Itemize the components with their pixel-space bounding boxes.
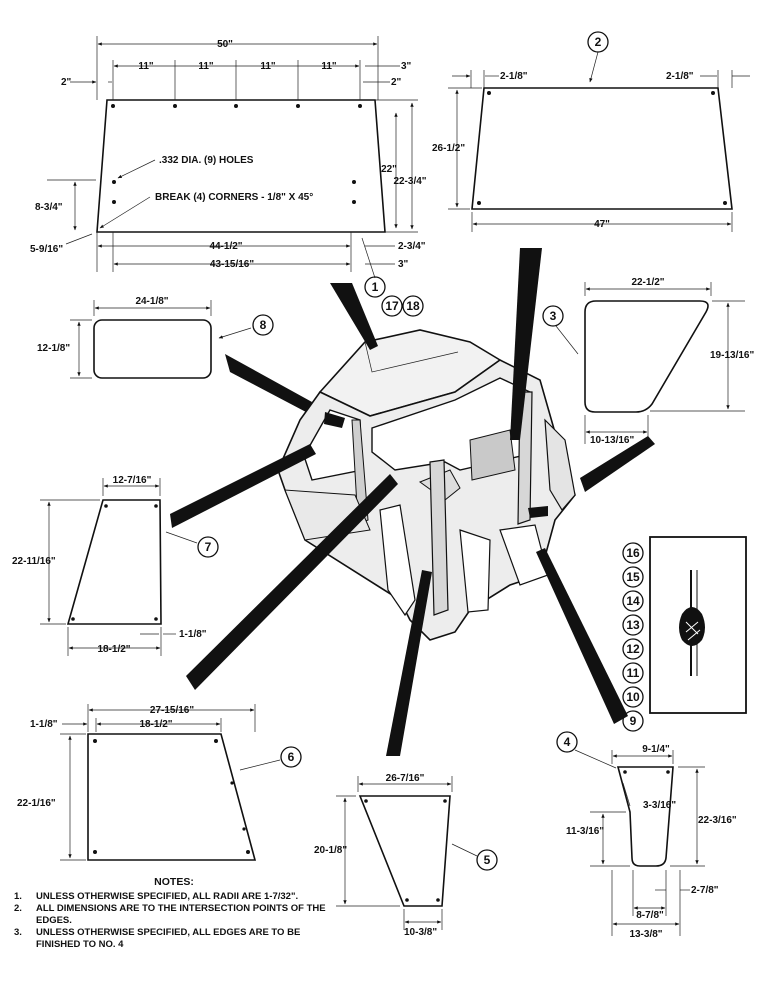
p7-bottom: 18-1/2": [97, 644, 130, 655]
p1-corner-note: BREAK (4) CORNERS - 1/8" X 45°: [155, 192, 313, 203]
note-2-text: ALL DIMENSIONS ARE TO THE INTERSECTION P…: [36, 903, 326, 926]
panel-3: 22-1/2" 19-13/16" 10-13/16" 3: [542, 277, 754, 446]
callout-15: 15: [626, 570, 640, 584]
p3-bottom: 10-13/16": [590, 435, 634, 446]
note-1-text: UNLESS OTHERWISE SPECIFIED, ALL RADII AR…: [36, 891, 299, 902]
p1-right-offset-top: 3": [401, 61, 412, 72]
p7-height: 22-11/16": [12, 556, 56, 567]
p3-height: 19-13/16": [710, 350, 754, 361]
p1-spacing-2: 11": [198, 61, 214, 72]
note-3: 3. UNLESS OTHERWISE SPECIFIED, ALL EDGES…: [14, 927, 334, 951]
panel-2: 2-1/8" 2-1/8" 26-1/2" 47" 2: [432, 31, 750, 232]
p2-height: 26-1/2": [432, 143, 465, 154]
callout-3: 3: [550, 309, 557, 323]
p7-right-bottom: 1-1/8": [179, 629, 207, 640]
p6-top-left: 1-1/8": [30, 719, 58, 730]
p4-inner: 3-3/16": [643, 800, 676, 811]
p1-spacing-4: 11": [321, 61, 337, 72]
callout-2: 2: [595, 35, 602, 49]
panel-5: 26-7/16" 20-1/8" 10-3/8" 5: [314, 773, 498, 938]
seal-callouts: 16 15 14 13 12 11 10 9: [622, 542, 644, 732]
p6-height: 22-1/16": [17, 798, 56, 809]
panel-6: 27-15/16" 1-1/8" 18-1/2" 22-1/16" 6: [17, 704, 302, 861]
notes-title: NOTES:: [154, 876, 194, 888]
panel-1-holes: [111, 104, 362, 204]
p5-width: 26-7/16": [386, 773, 425, 784]
callout-6: 6: [288, 750, 295, 764]
p1-right-bottom-1: 2-3/4": [398, 241, 426, 252]
note-1-num: 1.: [14, 891, 22, 902]
p4-height: 22-3/16": [698, 815, 737, 826]
p2-width: 47": [594, 219, 610, 230]
callout-4: 4: [564, 735, 571, 749]
note-2-num: 2.: [14, 903, 22, 914]
panel-7: 12-7/16" 22-11/16" 1-1/8" 18-1/2" 7: [12, 475, 219, 656]
p1-spacing-1: 11": [138, 61, 154, 72]
callout-7: 7: [205, 540, 212, 554]
panel-8-outline: [93, 319, 212, 379]
callout-12: 12: [626, 642, 640, 656]
p7-top: 12-7/16": [113, 475, 152, 486]
p1-spacing-3: 11": [260, 61, 276, 72]
panel-3-outline: [584, 300, 709, 413]
callout-14: 14: [626, 594, 640, 608]
p1-right-bottom-2: 3": [398, 259, 409, 270]
p1-height-inner: 22": [381, 164, 397, 175]
p1-left-bottom: 5-9/16": [30, 244, 63, 255]
p2-right-top: 2-1/8": [666, 71, 694, 82]
callout-13: 13: [626, 618, 640, 632]
p1-width-label: 50": [217, 39, 233, 50]
p5-bottom: 10-3/8": [404, 927, 437, 938]
panel-7-outline: [66, 499, 162, 625]
p4-bottom-2: 13-3/8": [629, 929, 662, 940]
p8-height: 12-1/8": [37, 343, 70, 354]
p3-width: 22-1/2": [631, 277, 664, 288]
note-3-num: 3.: [14, 927, 22, 938]
callout-1: 1: [372, 280, 379, 294]
p2-left-top: 2-1/8": [500, 71, 528, 82]
leader-wedges: [170, 248, 655, 756]
callout-8: 8: [260, 318, 267, 332]
p1-hole-note: .332 DIA. (9) HOLES: [159, 155, 254, 166]
panel-5-outline: [358, 795, 451, 907]
p1-left-height: 8-3/4": [35, 202, 63, 213]
notes-block: NOTES: 1. UNLESS OTHERWISE SPECIFIED, AL…: [14, 876, 334, 951]
panel-8: 24-1/8" 12-1/8" 8: [37, 296, 274, 379]
callout-10: 10: [626, 690, 640, 704]
p4-top: 9-1/4": [642, 744, 670, 755]
callout-17: 17: [385, 299, 399, 313]
panel-4-outline: [616, 766, 674, 867]
note-1: 1. UNLESS OTHERWISE SPECIFIED, ALL RADII…: [14, 891, 334, 903]
note-2: 2. ALL DIMENSIONS ARE TO THE INTERSECTIO…: [14, 903, 334, 927]
p6-top-width: 18-1/2": [139, 719, 172, 730]
p1-height-outer: 22-3/4": [393, 176, 426, 187]
p5-height: 20-1/8": [314, 845, 347, 856]
p4-right-bottom: 2-7/8": [691, 885, 719, 896]
panel-1: 50" 11" 11" 11" 11" 2" 3" 2" .332 DIA. (…: [30, 36, 427, 317]
panel-4: 9-1/4" 3-3/16" 11-3/16" 22-3/16" 2-7/8" …: [556, 731, 737, 940]
seal-detail: 16 15 14 13 12 11 10 9: [622, 536, 747, 732]
p4-bottom-1: 8-7/8": [636, 910, 664, 921]
p4-left-height: 11-3/16": [566, 826, 604, 837]
p6-width: 27-15/16": [150, 705, 194, 716]
callout-5: 5: [484, 853, 491, 867]
callout-18: 18: [406, 299, 420, 313]
callout-9: 9: [630, 714, 637, 728]
p1-bottom-width-1: 44-1/2": [209, 241, 242, 252]
note-3-text: UNLESS OTHERWISE SPECIFIED, ALL EDGES AR…: [36, 927, 301, 950]
callout-11: 11: [627, 666, 640, 680]
panel-6-outline: [87, 733, 257, 861]
p8-width: 24-1/8": [135, 296, 168, 307]
p1-right-offset-2: 2": [391, 77, 402, 88]
callout-16: 16: [626, 546, 640, 560]
panel-1-outline: [96, 99, 386, 233]
panel-2-outline: [471, 87, 733, 210]
cab-illustration: [277, 329, 576, 641]
p1-bottom-width-2: 43-15/16": [210, 259, 254, 270]
p1-left-offset: 2": [61, 77, 72, 88]
